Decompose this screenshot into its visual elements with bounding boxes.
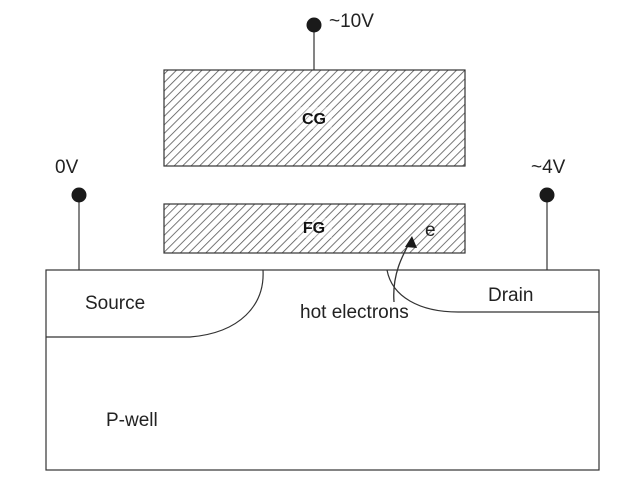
source-label: Source <box>85 293 145 314</box>
source-region <box>46 269 264 338</box>
cg-label: CG <box>302 111 326 128</box>
substrate <box>45 269 600 471</box>
cg-voltage-label: ~10V <box>329 11 374 32</box>
fg-label-bg <box>296 218 332 238</box>
p-well-label: P-well <box>106 410 158 431</box>
electron-label: e <box>425 220 436 241</box>
hot-electrons-label: hot electrons <box>300 302 409 323</box>
source-voltage-label: 0V <box>55 157 79 178</box>
drain-label: Drain <box>488 285 533 306</box>
drain-voltage-label: ~4V <box>531 157 566 178</box>
drain-region <box>386 269 599 313</box>
hot-electron-arrowhead <box>405 236 417 248</box>
source-terminal-dot <box>71 187 87 203</box>
fg-label: FG <box>303 220 325 237</box>
cg-label-bg <box>296 107 332 129</box>
control-gate <box>163 69 466 167</box>
drain-terminal-dot <box>539 187 555 203</box>
cg-terminal-dot <box>306 17 322 33</box>
